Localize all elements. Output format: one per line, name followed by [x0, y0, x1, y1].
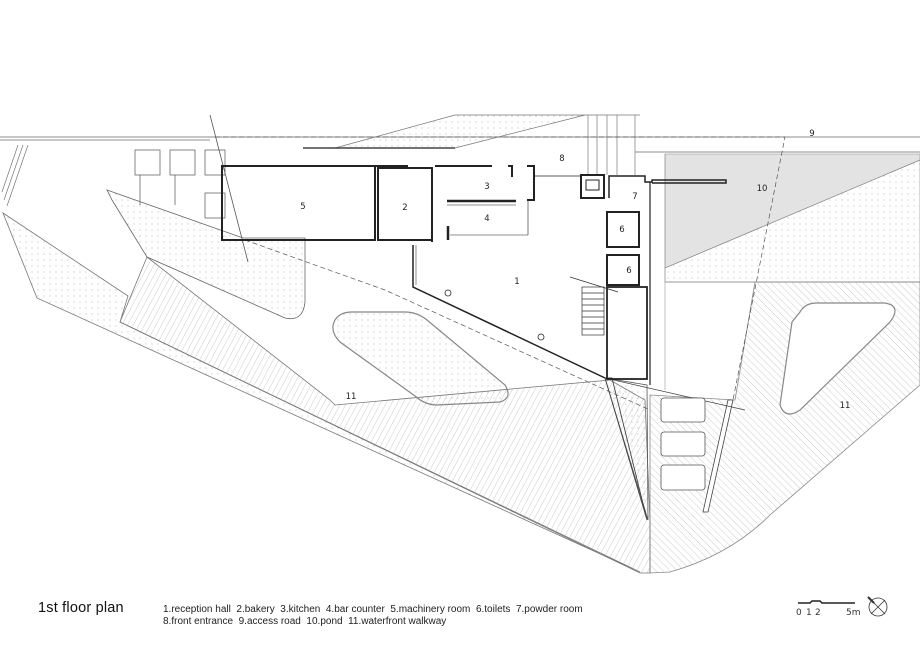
- island-left: [332, 311, 509, 406]
- scale-tick-1: 1: [806, 608, 812, 618]
- label-toilets-b: 6: [626, 266, 631, 276]
- legend-line-2: 8.front entrance 9.access road 10.pond 1…: [163, 616, 447, 627]
- scale-tick-5m: 5m: [846, 608, 861, 618]
- island-right: [779, 302, 896, 415]
- scale-tick-0: 0: [796, 608, 802, 618]
- left-edge-hatch: [1, 144, 29, 207]
- building-walls: [221, 165, 727, 385]
- scale-tick-2: 2: [815, 608, 821, 618]
- fin-right: [702, 399, 734, 513]
- label-pond: 10: [757, 184, 768, 194]
- label-reception-hall: 1: [514, 277, 519, 287]
- fin-left: [604, 377, 648, 521]
- label-walkway-left: 11: [346, 392, 357, 402]
- canopy-dotted: [334, 114, 586, 149]
- waterfront-walkway-left: [119, 256, 651, 574]
- stairs: [569, 276, 619, 336]
- label-walkway-right: 11: [840, 401, 851, 411]
- drawing-title: 1st floor plan: [38, 600, 124, 616]
- label-toilets-a: 6: [619, 225, 624, 235]
- room-labels: 1 2 3 4 5 6 6 7 8 9 10 11 11: [300, 129, 850, 411]
- planting-wedge: [106, 189, 306, 320]
- service-boxes: [134, 149, 226, 219]
- roof-outline-dashed: [215, 136, 786, 411]
- label-access-road: 9: [809, 129, 814, 139]
- label-machinery-room: 5: [300, 202, 305, 212]
- label-kitchen: 3: [484, 182, 489, 192]
- label-bakery: 2: [402, 203, 407, 213]
- legend-line-1: 1.reception hall 2.bakery 3.kitchen 4.ba…: [163, 604, 583, 615]
- label-powder-room: 7: [632, 192, 637, 202]
- north-arrow-icon: [867, 596, 888, 617]
- scale-bar: 0 1 2 5m: [796, 600, 861, 618]
- parking-spaces: [660, 397, 706, 491]
- legend: 1.reception hall 2.bakery 3.kitchen 4.ba…: [163, 604, 583, 628]
- label-bar-counter: 4: [484, 214, 489, 224]
- label-front-entrance: 8: [559, 154, 564, 164]
- machinery-room: [221, 165, 376, 241]
